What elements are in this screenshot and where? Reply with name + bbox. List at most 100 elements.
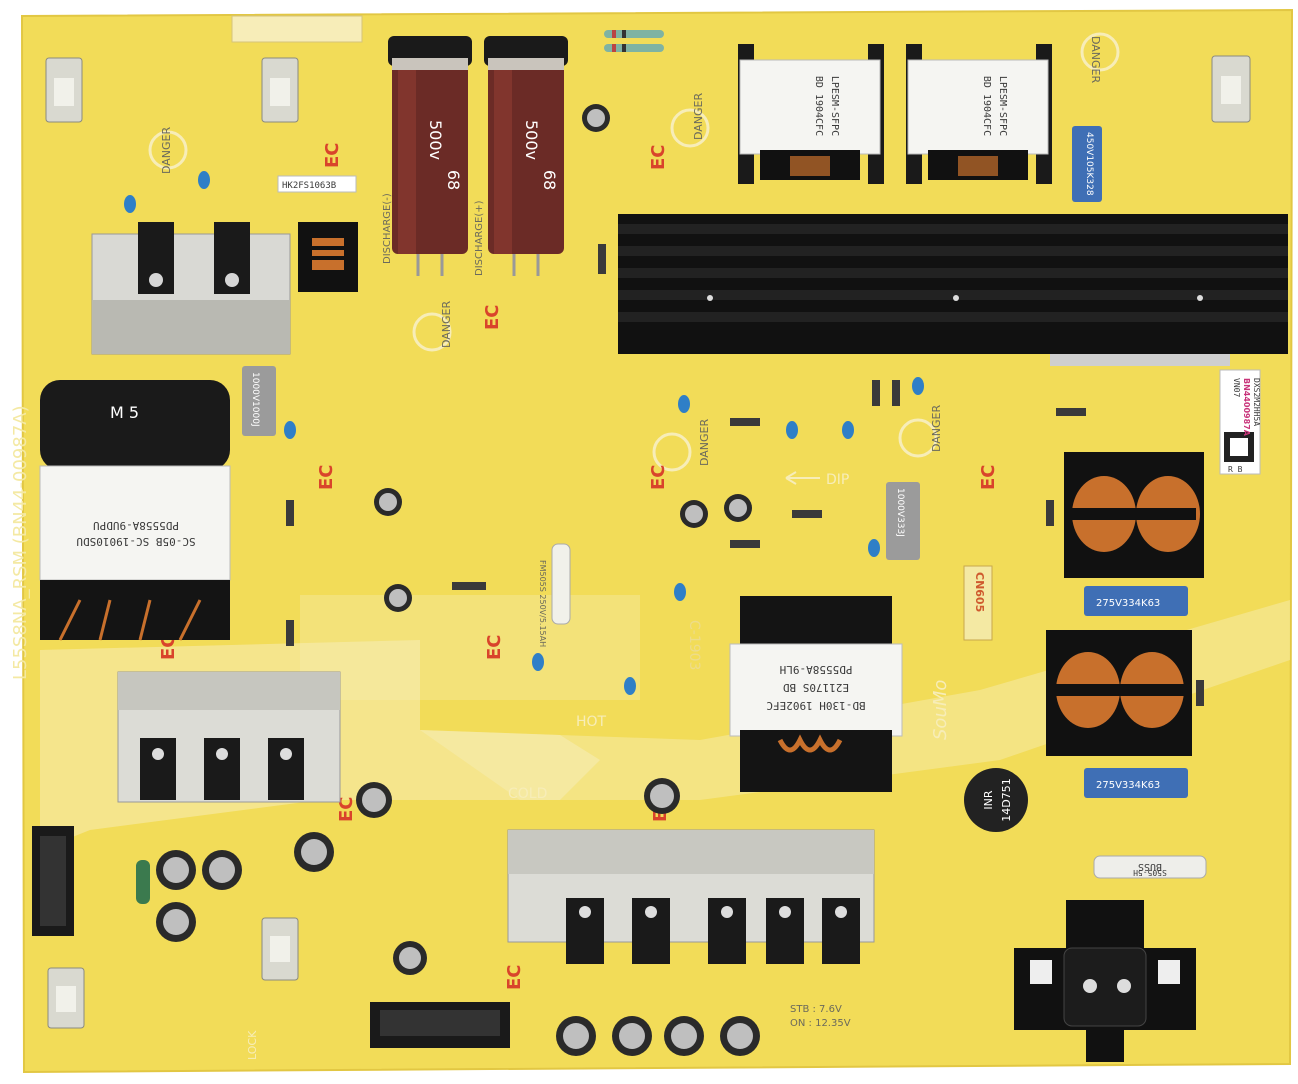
- fuse-small-label: FM505S 250V/5.15AH: [538, 560, 547, 647]
- dip-label: DIP: [826, 472, 849, 488]
- film-capacitor-left: 1000V1000J: [242, 366, 276, 436]
- heatsink-bottom-center: [507, 829, 875, 964]
- pfc-inductor-right: LPESM-SFPC BD 1904CFC: [906, 44, 1052, 184]
- cm-choke-upper: [1064, 452, 1204, 578]
- connector-left: [32, 826, 74, 936]
- small-capacitors-bottom-left: [136, 782, 392, 942]
- x-capacitor-mid: 275V334K63: [1084, 586, 1188, 616]
- label-sticker-text: HK2FS1063B: [282, 181, 336, 191]
- isolation-zone-band: [420, 600, 1290, 800]
- core-mark: M 5: [110, 403, 139, 422]
- ac-inlet: [1014, 900, 1196, 1062]
- lug-top-right: [1211, 55, 1251, 123]
- cert-code: CN605: [973, 572, 986, 612]
- fuse-label: BUSS: [1138, 861, 1162, 872]
- dip-arrow-icon: [785, 471, 820, 485]
- cap1-voltage: 500v: [426, 120, 445, 160]
- discharge-plus-label: DISCHARGE(+): [474, 200, 485, 276]
- glass-fuse-center: FM505S 250V/5.15AH: [538, 543, 571, 647]
- danger-symbol-mid: DANGER: [412, 300, 453, 352]
- bulk-capacitor-right: 500v 68: [484, 36, 568, 276]
- main-center-line3: BD-130H 1902EFC: [766, 699, 865, 712]
- main-fuse: BUSS S505-5H: [1093, 855, 1207, 879]
- ec-mark-4: EC: [316, 464, 337, 490]
- heatsink-left: [91, 222, 291, 355]
- model-code-silk: L55S8NA_RSM (BN44-00987A): [10, 405, 31, 680]
- lock-label: LOCK: [246, 1030, 259, 1060]
- main-left-line2: SC-05B SC-19010SDU: [76, 535, 195, 548]
- hot-label: HOT: [576, 714, 607, 730]
- ec-mark-9: EC: [336, 796, 357, 822]
- lug-bottom-center: [261, 917, 299, 981]
- heatsink-main: [618, 214, 1288, 366]
- stb-spec: STB : 7.6V: [790, 1004, 842, 1015]
- connector-bottom: [370, 1002, 510, 1048]
- main-center-line1: PD5558A-9LH: [780, 663, 853, 676]
- pfc-right-line2: BD 1904CFC: [981, 76, 992, 136]
- danger-symbol-top-right: DANGER: [1080, 32, 1120, 84]
- heatsink-bottom-left: [117, 671, 341, 803]
- x-capacitor-bottom: 275V334K63: [1084, 768, 1188, 798]
- pfc-right-line1: LPESM-SFPC: [997, 76, 1008, 136]
- bulk-capacitor-left: 500v 68: [388, 36, 472, 276]
- isolation-zone-center: [300, 595, 640, 700]
- brand-marking: SouMo: [930, 680, 951, 740]
- danger-label-1: DANGER: [1089, 36, 1102, 84]
- danger-label-6: DANGER: [930, 404, 943, 452]
- ec-mark-1: EC: [322, 142, 343, 168]
- discharge-minus-label: DISCHARGE(-): [382, 193, 393, 264]
- output-capacitors: [393, 941, 760, 1056]
- fuse-code: S505-5H: [1133, 868, 1167, 877]
- danger-label-2: DANGER: [692, 92, 705, 140]
- ec-mark-3: EC: [482, 304, 503, 330]
- main-transformer-left: M 5 PD5558A-9UDPU SC-05B SC-19010SDU: [39, 380, 231, 641]
- cap1-value: 68: [444, 170, 463, 190]
- x-cap-mid-label: 275V334K63: [1096, 598, 1160, 609]
- sticker-serial: DXS2M2HH5A: [1252, 378, 1261, 426]
- ec-mark-11: EC: [504, 964, 525, 990]
- thermistor-line1: INR: [982, 790, 995, 809]
- danger-symbol-right: DANGER: [898, 404, 943, 458]
- lug-top-left: [45, 57, 83, 123]
- pfc-inductor-left: LPESM-SFPC BD 1904CFC: [738, 44, 884, 184]
- ec-mark-8: EC: [158, 634, 179, 660]
- thermistor: INR 14D751: [964, 768, 1028, 832]
- sticker-rev: R B: [1228, 465, 1243, 474]
- pfc-left-line1: LPESM-SFPC: [829, 76, 840, 136]
- diodes: [286, 244, 1204, 706]
- label-sticker: [277, 175, 357, 193]
- main-left-line1: PD5558A-9UDPU: [93, 519, 179, 532]
- sticker-vn: VN07: [1232, 378, 1241, 397]
- film-cap-left-label: 1000V1000J: [250, 372, 260, 427]
- danger-label-3: DANGER: [160, 126, 173, 174]
- small-blue-capacitors: [124, 171, 924, 695]
- main-transformer-center: PD5558A-9LH E21170S BD BD-130H 1902EFC: [729, 596, 903, 792]
- thermistor-line2: 14D751: [1000, 778, 1013, 821]
- header-strip: [231, 15, 363, 43]
- small-electrolytics-mid: [374, 104, 752, 814]
- cap2-value: 68: [540, 170, 559, 190]
- cold-label: COLD: [508, 786, 547, 802]
- danger-symbol-left: DANGER: [148, 126, 188, 174]
- lug-bottom-left: [47, 967, 85, 1029]
- ec-mark-2: EC: [648, 144, 669, 170]
- pfc-left-line2: BD 1904CFC: [813, 76, 824, 136]
- on-spec: ON : 12.35V: [790, 1018, 851, 1029]
- main-center-line2: E21170S BD: [783, 681, 849, 694]
- ec-mark-7: EC: [484, 634, 505, 660]
- ec-mark-5: EC: [648, 464, 669, 490]
- film-capacitor-center: 1000V333J: [886, 482, 920, 560]
- lug-top-center: [261, 57, 299, 123]
- cert-mark: CN605: [963, 565, 993, 641]
- cap2-voltage: 500v: [522, 120, 541, 160]
- resistors-top: [604, 30, 664, 52]
- danger-symbol-center: DANGER: [652, 418, 711, 472]
- danger-symbol-top: DANGER: [670, 92, 710, 148]
- cm-choke-lower: [1046, 630, 1192, 756]
- danger-label-4: DANGER: [440, 300, 453, 348]
- choke-small-top: [298, 222, 358, 292]
- x-capacitor-top: 450V105K328: [1072, 126, 1102, 202]
- ec-mark-6: EC: [978, 464, 999, 490]
